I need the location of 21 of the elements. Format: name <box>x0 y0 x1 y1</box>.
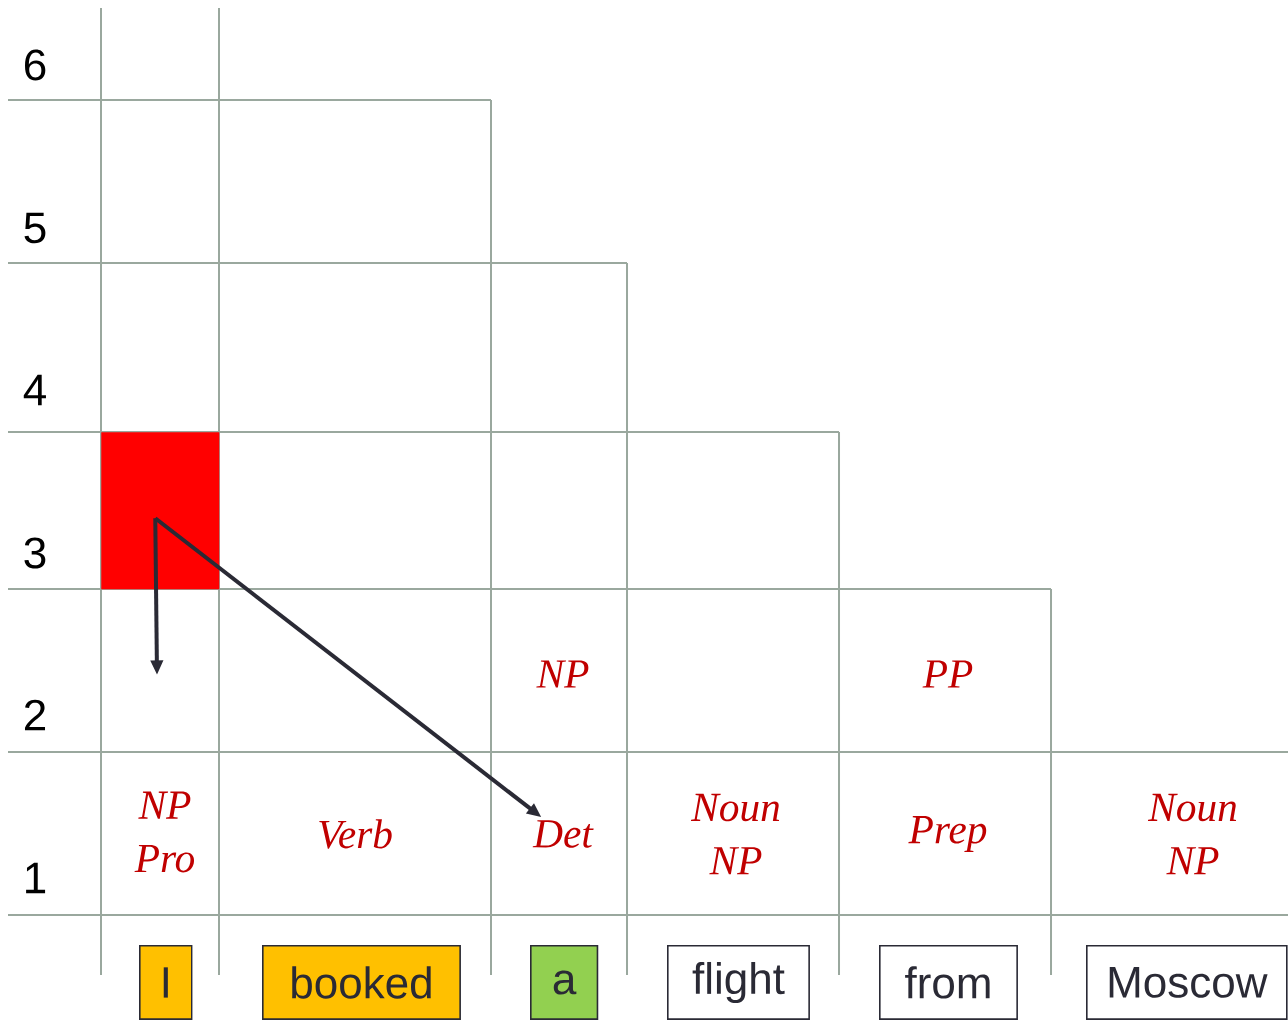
category-label: NP Pro <box>134 791 194 873</box>
row-number: 6 <box>25 49 46 81</box>
category-label: Prep <box>908 816 987 852</box>
category-label: NP <box>536 660 589 688</box>
category-label: Noun NP <box>1147 793 1237 875</box>
row-number: 4 <box>23 374 46 406</box>
word-box: flight <box>667 945 810 1020</box>
category-label: PP <box>922 660 973 688</box>
word-box: a <box>530 945 599 1020</box>
word-box: booked <box>262 945 461 1020</box>
category-label: Det <box>532 820 594 848</box>
row-number: 1 <box>26 862 46 894</box>
row-number: 2 <box>25 699 45 731</box>
word-box: from <box>879 945 1018 1020</box>
word-box: I <box>139 945 193 1020</box>
highlighted-cell <box>101 432 220 590</box>
row-number: 5 <box>24 212 46 244</box>
category-label: Noun NP <box>690 793 780 875</box>
category-label: Verb <box>319 819 392 849</box>
row-number: 3 <box>24 537 46 569</box>
word-box: Moscow <box>1086 945 1288 1020</box>
